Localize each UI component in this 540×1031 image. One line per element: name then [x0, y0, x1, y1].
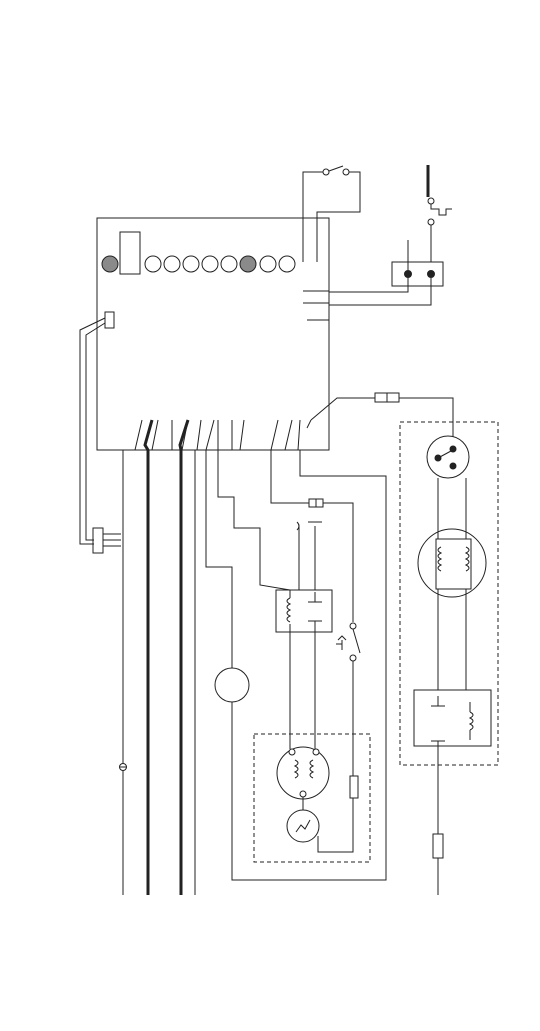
led-3 — [164, 256, 180, 272]
led-9 — [279, 256, 295, 272]
left-enclosure — [254, 632, 370, 862]
top-right-relay — [329, 165, 452, 305]
right-fuse-wire — [311, 393, 453, 440]
left-fuse — [350, 776, 358, 798]
thermal-element-icon — [287, 810, 319, 842]
control-board — [97, 218, 329, 450]
board-led-row — [102, 256, 295, 272]
main-harness-wires — [119, 420, 195, 895]
led-5 — [202, 256, 218, 272]
thermostat-switch — [336, 623, 360, 661]
right-relay-box — [414, 690, 491, 746]
led-1 — [102, 256, 118, 272]
right-bottom-fuse — [433, 834, 443, 858]
led-6 — [221, 256, 237, 272]
right-enclosure — [400, 422, 498, 895]
board-module-rect — [120, 232, 140, 274]
top-switch — [303, 166, 360, 218]
led-4 — [183, 256, 199, 272]
board-side-connector — [105, 312, 114, 328]
led-7 — [240, 256, 256, 272]
led-8 — [260, 256, 276, 272]
relay-coil-box — [218, 450, 353, 632]
right-switch-icon — [427, 436, 469, 478]
led-2 — [145, 256, 161, 272]
left-connector — [80, 318, 121, 553]
board-terminals — [135, 420, 311, 450]
